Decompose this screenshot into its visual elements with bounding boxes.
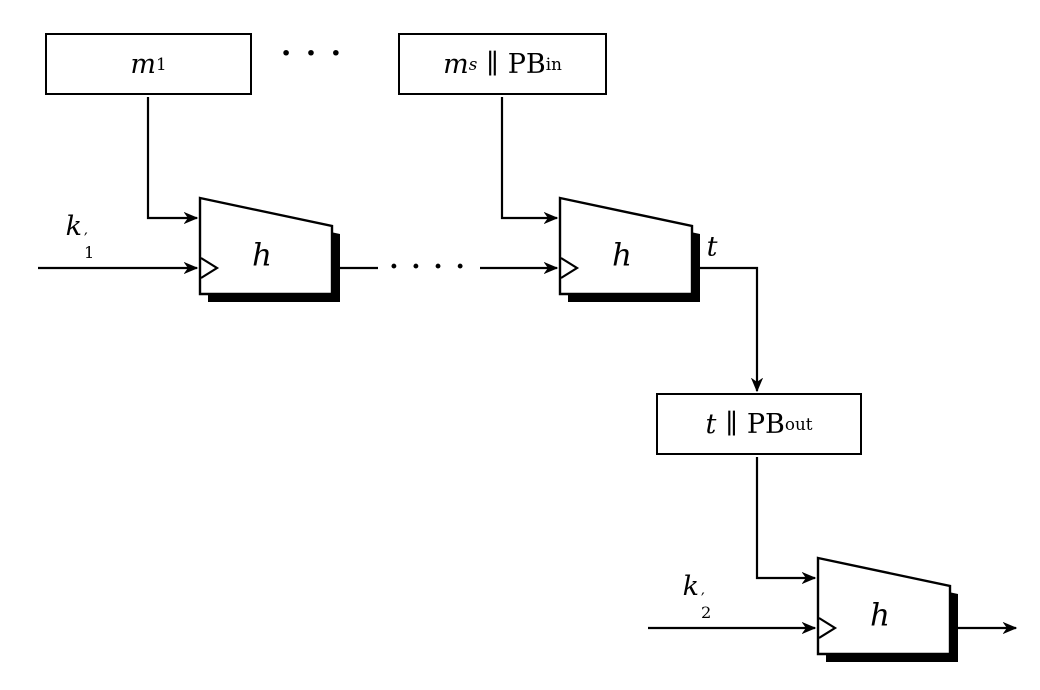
pbout-sub: out bbox=[784, 413, 813, 434]
parallel-bars: ∥ bbox=[725, 408, 738, 440]
hash-block-1-label: h bbox=[252, 237, 272, 274]
k1-sub: 1 bbox=[84, 242, 95, 262]
wire-h2-to-pad-box bbox=[692, 266, 757, 391]
hash-block-3-chevron-icon bbox=[818, 617, 838, 639]
wire-pad-box-to-h3 bbox=[755, 457, 815, 578]
m1-sub: 1 bbox=[155, 53, 167, 74]
ms-var: m bbox=[443, 48, 469, 80]
ellipsis-chain: · · · · bbox=[389, 252, 467, 282]
k2-prime-sub: ′2 bbox=[701, 588, 712, 622]
key-k1-label: k′1 bbox=[65, 210, 95, 262]
pbin-sub: in bbox=[545, 53, 562, 74]
key-k2-label: k′2 bbox=[682, 570, 712, 622]
k1-var: k bbox=[65, 210, 83, 242]
wire-ms-to-h2 bbox=[500, 97, 557, 218]
hash-block-1-body bbox=[198, 196, 334, 296]
tag-t-label: t bbox=[706, 231, 718, 263]
pbin-text: PB bbox=[507, 48, 546, 80]
k1-prime-sub: ′1 bbox=[84, 228, 95, 262]
hash-block-2-label: h bbox=[612, 237, 632, 274]
k1-prime: ′ bbox=[84, 228, 88, 248]
ellipsis-top: · · · bbox=[280, 36, 344, 71]
hash-block-2 bbox=[558, 196, 700, 302]
t-var: t bbox=[705, 408, 717, 440]
k2-prime: ′ bbox=[701, 588, 705, 608]
hash-block-2-body bbox=[558, 196, 694, 296]
pbout-text: PB bbox=[746, 408, 785, 440]
k2-var: k bbox=[682, 570, 700, 602]
hash-block-1 bbox=[198, 196, 340, 302]
hash-block-3-body bbox=[816, 556, 952, 656]
wire-m1-to-h1 bbox=[146, 97, 197, 218]
hash-block-3 bbox=[816, 556, 958, 662]
hash-block-1-chevron-icon bbox=[200, 257, 220, 279]
ms-sub: s bbox=[468, 53, 478, 74]
hash-block-3-label: h bbox=[870, 597, 890, 634]
k2-sub: 2 bbox=[701, 602, 712, 622]
parallel-bars: ∥ bbox=[486, 48, 499, 80]
hash-block-2-chevron-icon bbox=[560, 257, 580, 279]
m1-var: m bbox=[130, 48, 156, 80]
